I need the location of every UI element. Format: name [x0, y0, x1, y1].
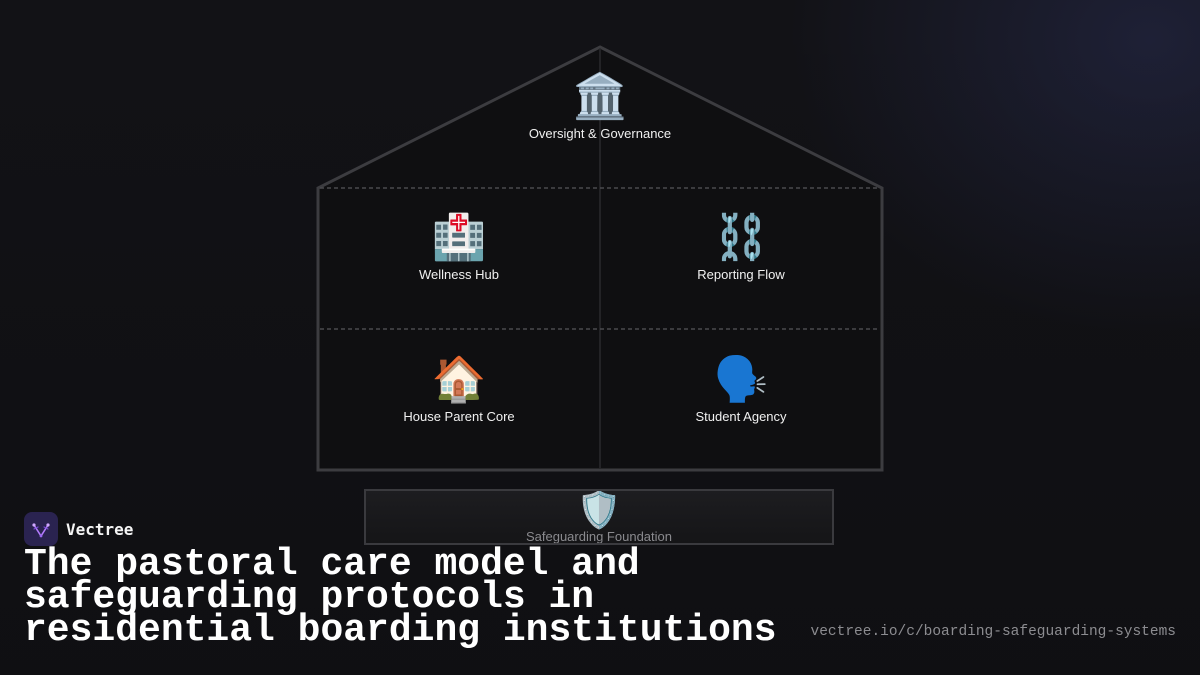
- room-student-agency: 🗣️ Student Agency: [611, 354, 871, 425]
- safeguarding-foundation: 🛡️ Safeguarding Foundation: [364, 489, 834, 545]
- room-oversight-governance: 🏛️ Oversight & Governance: [470, 71, 730, 142]
- room-label: Reporting Flow: [697, 267, 785, 282]
- hospital-icon: 🏥: [431, 212, 487, 263]
- room-label: House Parent Core: [403, 409, 515, 424]
- classical-building-icon: 🏛️: [572, 71, 628, 122]
- room-reporting-flow: ⛓️ Reporting Flow: [611, 212, 871, 283]
- vectree-logo-icon: [24, 512, 58, 546]
- brand-name: Vectree: [66, 519, 134, 539]
- brand: Vectree: [24, 512, 133, 546]
- source-url[interactable]: vectree.io/c/boarding-safeguarding-syste…: [810, 624, 1176, 640]
- room-label: Oversight & Governance: [528, 126, 672, 141]
- room-wellness-hub: 🏥 Wellness Hub: [329, 212, 589, 283]
- page-title: The pastoral care model and safeguarding…: [24, 543, 777, 652]
- speaking-head-icon: 🗣️: [713, 354, 769, 405]
- house-icon: 🏠: [431, 354, 487, 405]
- room-label: Student Agency: [695, 409, 787, 424]
- shield-icon: 🛡️: [576, 490, 622, 531]
- foundation-label: Safeguarding Foundation: [525, 529, 672, 544]
- chains-icon: ⛓️: [713, 212, 769, 263]
- room-label: Wellness Hub: [419, 267, 499, 282]
- room-house-parent-core: 🏠 House Parent Core: [329, 354, 589, 425]
